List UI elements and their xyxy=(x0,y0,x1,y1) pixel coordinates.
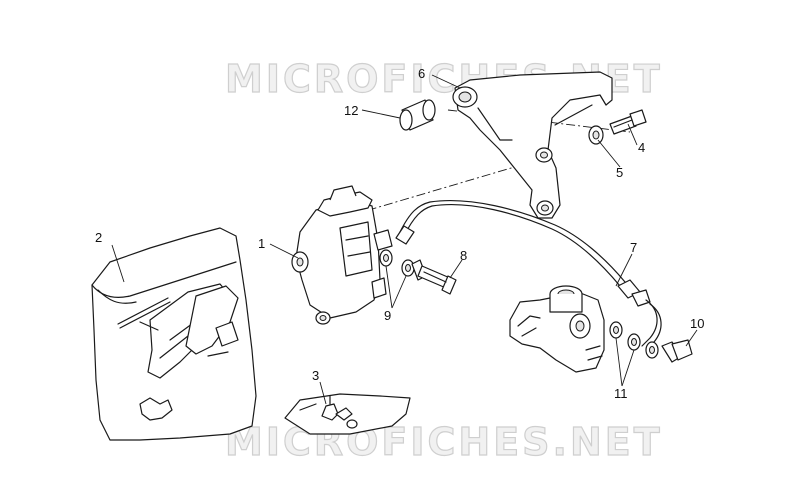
callout-3: 3 xyxy=(312,368,319,383)
callout-8: 8 xyxy=(460,248,467,263)
callout-9: 9 xyxy=(384,308,391,323)
brake-caliper xyxy=(291,185,393,325)
bushing-part xyxy=(399,99,436,131)
callout-11: 11 xyxy=(614,386,628,401)
watermark-bottom: MICROFICHES.NET xyxy=(225,420,663,464)
callout-4: 4 xyxy=(638,140,645,155)
bleeder-kit xyxy=(284,393,411,435)
callout-1: 1 xyxy=(258,236,265,251)
callout-10: 10 xyxy=(690,316,704,331)
callout-6: 6 xyxy=(418,66,425,81)
caliper-washers xyxy=(379,249,415,277)
cylinder-washers xyxy=(609,321,659,359)
banjo-bolt xyxy=(411,259,457,295)
leader-lines xyxy=(111,74,698,405)
callout-5: 5 xyxy=(616,165,623,180)
master-cylinder-assembly xyxy=(509,285,605,373)
brake-pad-kit xyxy=(91,227,257,441)
mounting-bracket xyxy=(452,71,613,219)
callout-12: 12 xyxy=(344,103,358,118)
bracket-washer xyxy=(588,125,604,145)
bracket-screw xyxy=(609,109,647,135)
callout-7: 7 xyxy=(630,240,637,255)
callout-2: 2 xyxy=(95,230,102,245)
brake-hose xyxy=(395,199,662,351)
